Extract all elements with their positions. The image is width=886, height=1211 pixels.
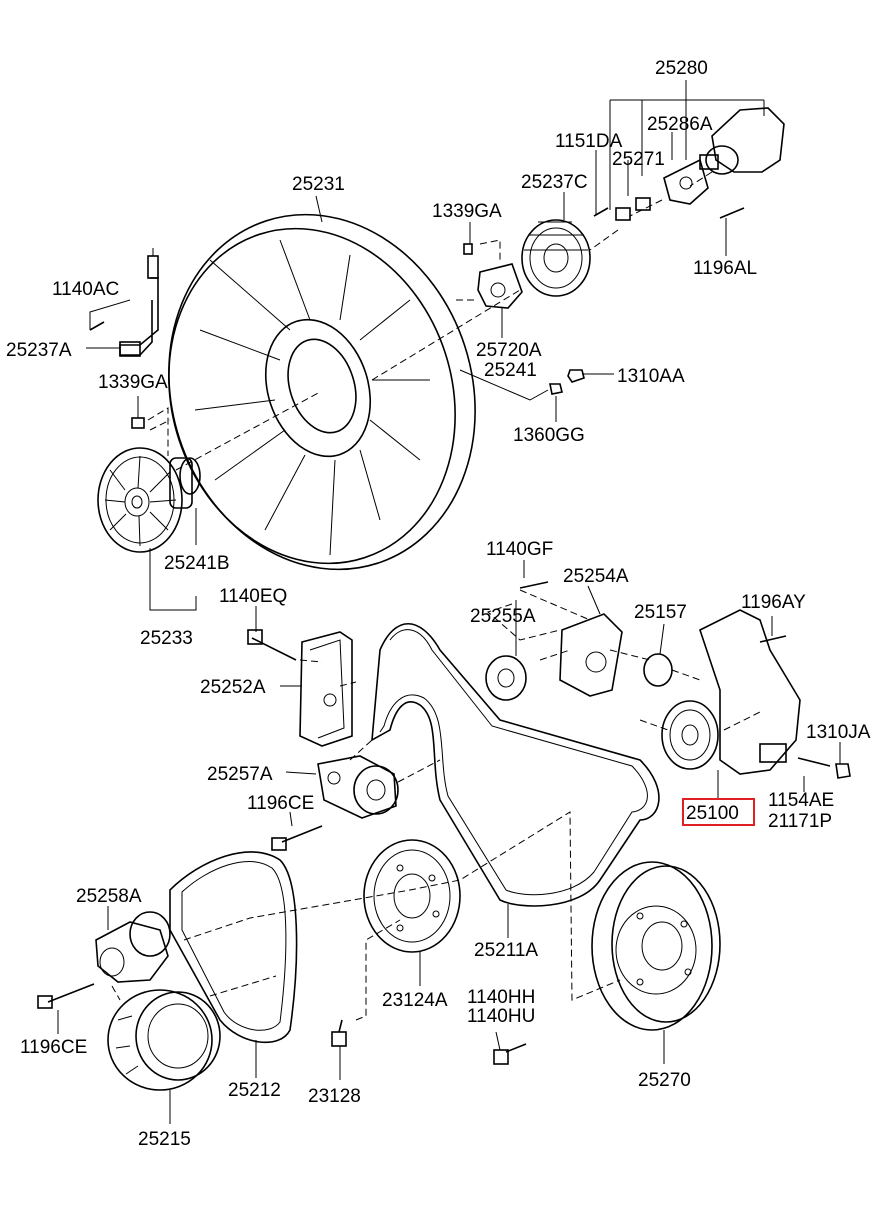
label-1196al: 1196AL: [693, 258, 757, 279]
label-1310aa: 1310AA: [617, 366, 685, 387]
label-25211a: 25211A: [474, 940, 538, 961]
label-25237a: 25237A: [6, 340, 72, 361]
label-25215: 25215: [138, 1129, 191, 1150]
label-1339ga: 1339GA: [98, 372, 168, 393]
leader-lines: [57, 80, 841, 1124]
label-25255a: 25255A: [470, 606, 536, 627]
label-1360gg: 1360GG: [513, 425, 585, 446]
label-1196ay: 1196AY: [741, 592, 806, 613]
label-1196ce: 1196CE: [247, 793, 314, 814]
bolt-1140eq: [247, 629, 297, 661]
label-25286a: 25286A: [647, 114, 713, 135]
idler-pulley-small: [485, 655, 527, 701]
o-ring: [643, 653, 673, 687]
crankshaft-pulley: [363, 839, 461, 953]
label-25270: 25270: [638, 1070, 691, 1091]
bolt-23128: [331, 1019, 347, 1047]
label-25100: 25100: [686, 803, 739, 824]
bolt-1140hh: [493, 1043, 527, 1065]
belt-tensioner-lower: [271, 755, 399, 851]
label-1339ga-top: 1339GA: [432, 201, 502, 222]
label-25271: 25271: [612, 149, 665, 170]
label-23124a: 23124A: [382, 990, 448, 1011]
pulley-25215: [107, 989, 221, 1091]
label-25237c: 25237C: [521, 172, 588, 193]
highlight-box: [682, 798, 755, 826]
fan-clutch: [97, 447, 201, 553]
label-23128: 23128: [308, 1086, 361, 1107]
fan-drive-housing: [593, 107, 785, 221]
label-25257a: 25257A: [207, 764, 273, 785]
label-1140eq: 1140EQ: [219, 586, 287, 607]
label-1310ja: 1310JA: [806, 722, 871, 743]
label-1140ac: 1140AC: [52, 279, 119, 300]
idler-pulley: [521, 219, 591, 297]
label-25212: 25212: [228, 1080, 281, 1101]
label-25233: 25233: [140, 628, 193, 649]
label-25252a: 25252A: [200, 677, 266, 698]
label-1140gf: 1140GF: [486, 539, 553, 560]
belt-tensioner-aux: [37, 911, 171, 1009]
label-21171p: 21171P: [768, 811, 832, 832]
label-25258a: 25258A: [76, 886, 142, 907]
label-25241b: 25241B: [164, 553, 230, 574]
label-25231: 25231: [292, 174, 345, 195]
label-1154ae: 1154AE: [768, 790, 834, 811]
label-25720a: 25720A: [476, 340, 542, 361]
tensioner-bracket: [299, 631, 353, 747]
cooling-fan: [168, 213, 476, 571]
sensor-bracket: [119, 248, 159, 357]
label-1151da: 1151DA: [555, 131, 623, 152]
label-25241: 25241: [484, 360, 537, 381]
water-pump: [661, 609, 851, 779]
label-25254a: 25254A: [563, 566, 629, 587]
label-25157: 25157: [634, 602, 687, 623]
label-1196ce-lower: 1196CE: [20, 1037, 87, 1058]
label-1140hu: 1140HU: [467, 1006, 535, 1027]
fan-bracket: [463, 243, 523, 309]
belt-tensioner: [519, 581, 623, 697]
label-1140hh: 1140HH: [467, 987, 535, 1008]
serpentine-belt: [371, 623, 660, 907]
accessory-belt: [169, 851, 298, 1044]
vibration-damper: [591, 861, 721, 1031]
part-labels: 25280 25286A 1151DA 25271 25237C 25231 1…: [6, 58, 871, 1150]
label-25280: 25280: [655, 58, 708, 79]
